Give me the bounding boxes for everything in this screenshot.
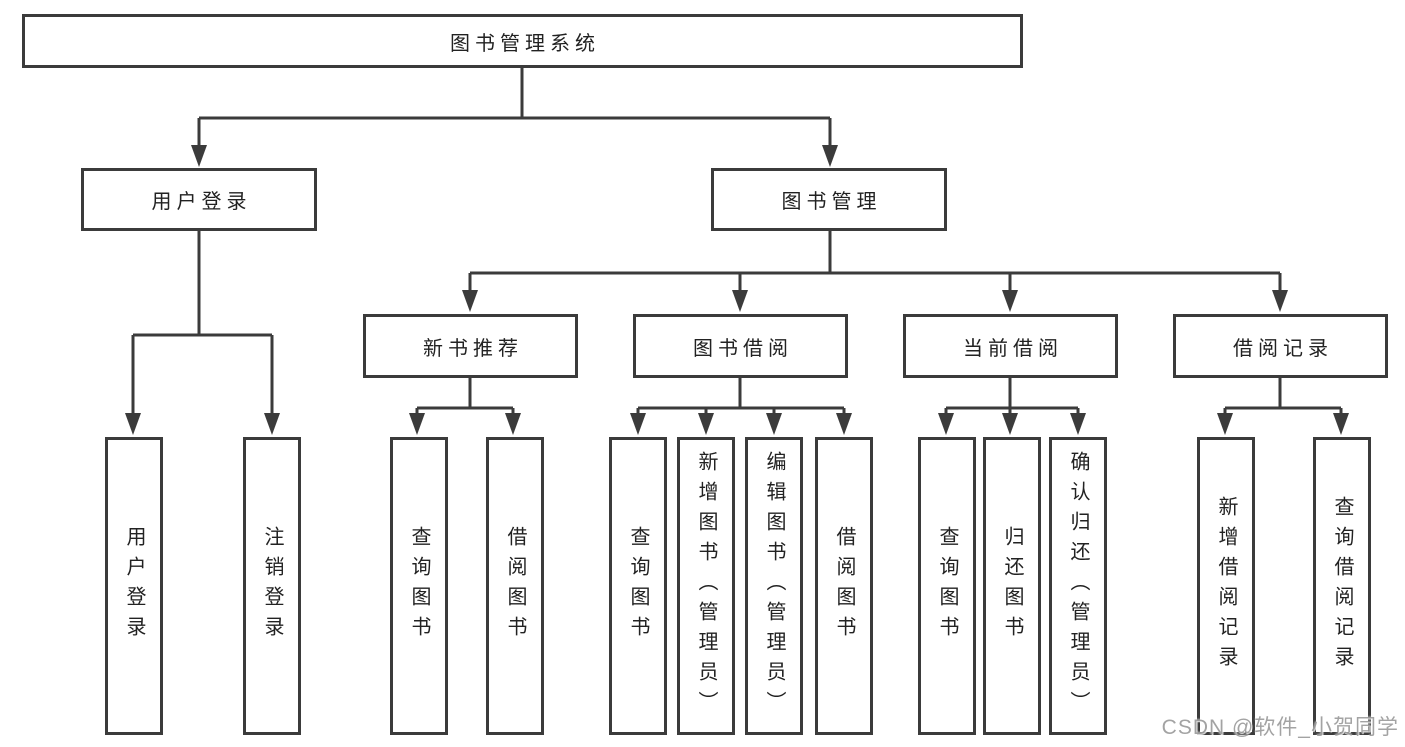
- node-leaf-query-borrow-record: 查询借阅记录: [1313, 437, 1371, 735]
- node-book-borrow: 图书借阅: [633, 314, 848, 378]
- node-library-system: 图书管理系统: [22, 14, 1023, 68]
- node-leaf-query-books-1: 查询图书: [390, 437, 448, 735]
- node-book-management: 图书管理: [711, 168, 947, 231]
- node-leaf-add-book-admin: 新增图书（管理员）: [677, 437, 735, 735]
- csdn-watermark: CSDN @软件_小贺同学: [1161, 716, 1399, 739]
- node-borrow-records: 借阅记录: [1173, 314, 1388, 378]
- node-user-login: 用户登录: [81, 168, 317, 231]
- node-leaf-add-borrow-record: 新增借阅记录: [1197, 437, 1255, 735]
- node-current-borrow: 当前借阅: [903, 314, 1118, 378]
- node-leaf-logout: 注销登录: [243, 437, 301, 735]
- node-leaf-return-book: 归还图书: [983, 437, 1041, 735]
- node-leaf-borrow-books-1: 借阅图书: [486, 437, 544, 735]
- node-leaf-query-books-3: 查询图书: [918, 437, 976, 735]
- node-leaf-user-login: 用户登录: [105, 437, 163, 735]
- node-leaf-confirm-return-admin: 确认归还（管理员）: [1049, 437, 1107, 735]
- node-leaf-query-books-2: 查询图书: [609, 437, 667, 735]
- node-leaf-edit-book-admin: 编辑图书（管理员）: [745, 437, 803, 735]
- arrowheads: [125, 145, 1349, 435]
- node-new-book-recommend: 新书推荐: [363, 314, 578, 378]
- node-leaf-borrow-books-2: 借阅图书: [815, 437, 873, 735]
